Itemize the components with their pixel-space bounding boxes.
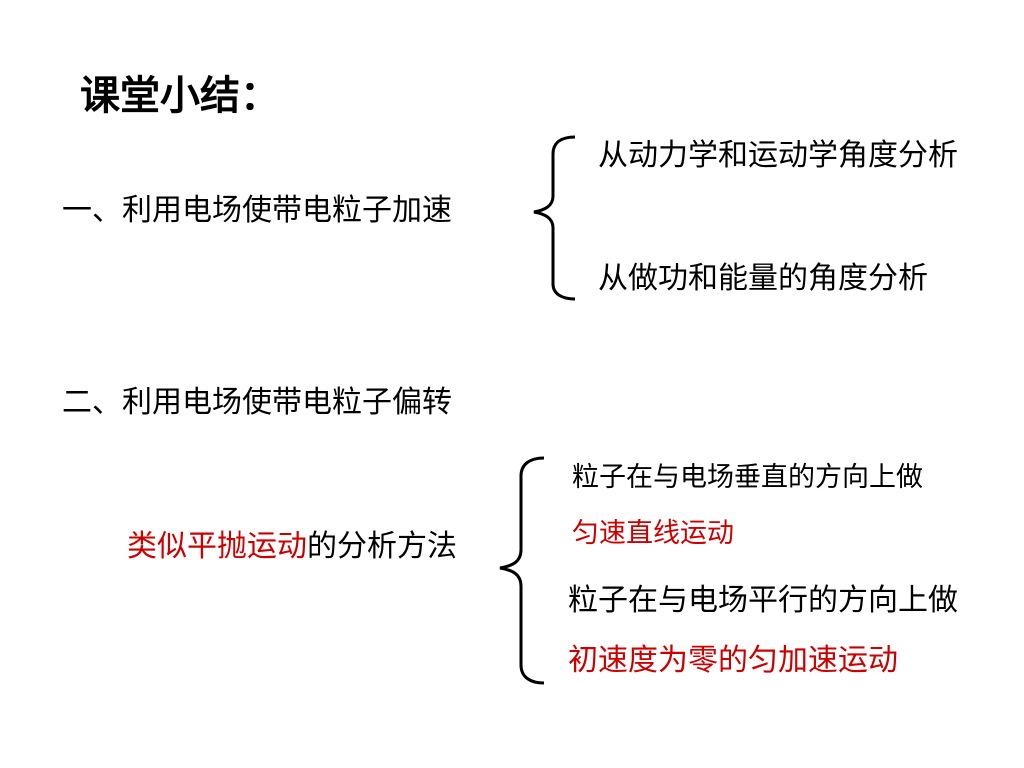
section1-label: 一、利用电场使带电粒子加速 <box>62 193 452 228</box>
brace-section2 <box>499 456 545 685</box>
method-highlight: 类似平抛运动 <box>127 529 307 564</box>
uniform-acceleration-text: 初速度为零的匀加速运动 <box>568 643 898 678</box>
section2-label: 二、利用电场使带电粒子偏转 <box>62 385 452 420</box>
perpendicular-direction-text: 粒子在与电场垂直的方向上做 <box>572 462 923 493</box>
method-rest: 的分析方法 <box>307 529 457 564</box>
brace-section1 <box>533 135 576 301</box>
section1-item-energy: 从做功和能量的角度分析 <box>598 261 928 296</box>
slide-title: 课堂小结： <box>80 73 280 119</box>
parallel-direction-text: 粒子在与电场平行的方向上做 <box>568 583 958 618</box>
section2-method: 类似平抛运动的分析方法 <box>127 532 457 562</box>
section1-item-dynamics: 从动力学和运动学角度分析 <box>598 138 958 173</box>
uniform-linear-motion-text: 匀速直线运动 <box>572 518 734 549</box>
